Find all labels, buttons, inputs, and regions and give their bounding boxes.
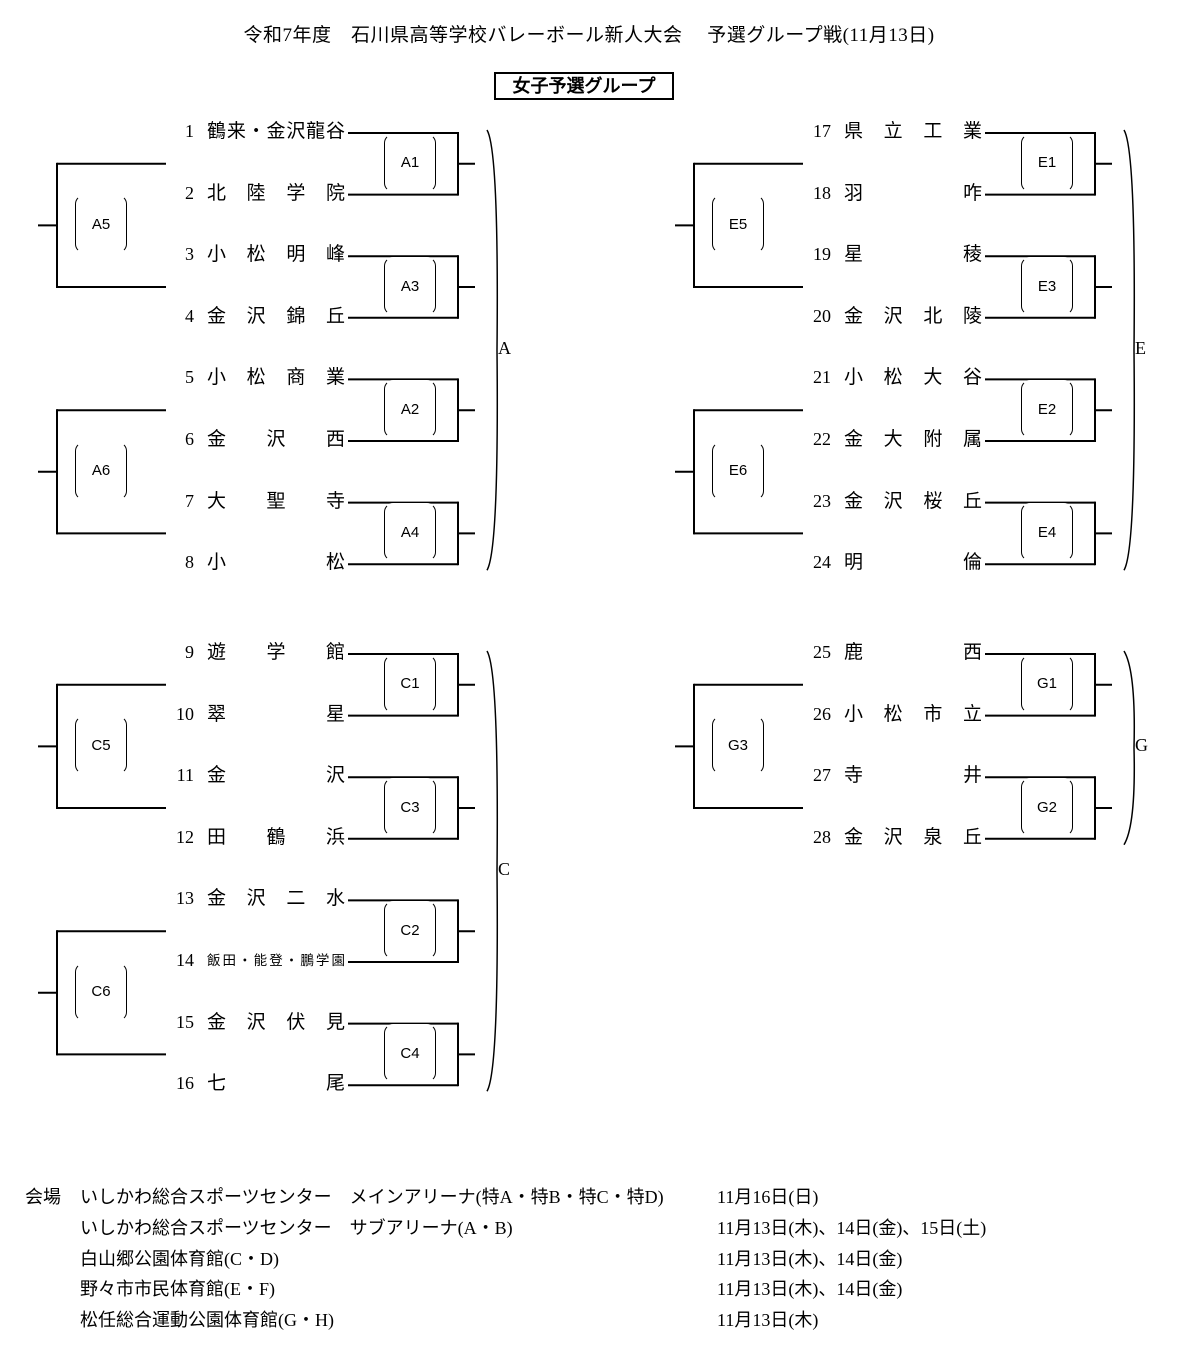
venue-dates: 11月13日(木) [717, 1310, 819, 1331]
match-box: G1 [1021, 654, 1073, 713]
team-name: 飯田・能登・鵬学園 [207, 953, 345, 968]
section-title: 女子予選グループ [494, 72, 674, 100]
team-number: 25 [813, 642, 831, 662]
team-number: 6 [185, 429, 194, 449]
team-number: 5 [185, 367, 194, 388]
venue-dates: 11月13日(木)、14日(金) [717, 1279, 903, 1300]
match-box: E6 [712, 441, 764, 500]
team-name: 田 鶴 浜 [207, 826, 345, 848]
team-number: 7 [185, 490, 194, 511]
team-name: 小松大谷 [844, 367, 982, 389]
match-box: C5 [75, 716, 127, 775]
match-box: C1 [384, 654, 436, 713]
match-box: A6 [75, 441, 127, 500]
group-label: E [1135, 337, 1146, 358]
match-box: A1 [384, 133, 436, 192]
group-label: C [498, 858, 511, 879]
venue-name: 野々市市民体育館(E・F) [80, 1279, 275, 1300]
match-box: A4 [384, 503, 436, 562]
team-number: 8 [185, 552, 194, 573]
team-name: 金沢二水 [207, 888, 345, 910]
match-box: A5 [75, 195, 127, 254]
team-number: 9 [185, 642, 194, 662]
venue-name: いしかわ総合スポーツセンター サブアリーナ(A・B) [80, 1217, 513, 1238]
team-number: 24 [813, 552, 831, 573]
team-number: 27 [813, 765, 831, 786]
match-box: A2 [384, 380, 436, 439]
page-title: 令和7年度 石川県高等学校バレーボール新人大会 予選グループ戦(11月13日) [243, 25, 935, 46]
team-name: 大 聖 寺 [207, 490, 345, 512]
match-box: E1 [1021, 133, 1073, 192]
team-number: 1 [185, 121, 194, 141]
team-number: 22 [813, 429, 831, 449]
venue-label: 会場 [25, 1187, 61, 1207]
team-number: 4 [185, 305, 194, 326]
team-name: 小松市立 [844, 703, 982, 725]
team-name: 金沢桜丘 [844, 490, 982, 512]
team-number: 20 [813, 305, 831, 326]
team-name: 小 松 [207, 552, 345, 574]
match-box: C3 [384, 778, 436, 836]
team-name: 小松明峰 [207, 244, 345, 266]
match-box: E5 [712, 195, 764, 254]
team-number: 10 [176, 703, 194, 724]
group-bracket [486, 129, 499, 571]
team-number: 26 [813, 703, 831, 724]
team-name: 金 沢 西 [207, 429, 345, 450]
team-name: 明 倫 [844, 552, 982, 574]
team-number: 21 [813, 367, 831, 388]
team-name: 金 沢 [207, 765, 345, 787]
team-number: 28 [813, 826, 831, 847]
match-box: C6 [75, 962, 127, 1021]
team-name: 七 尾 [207, 1073, 345, 1095]
team-name: 羽 咋 [844, 182, 982, 204]
team-name: 金沢泉丘 [844, 826, 982, 848]
match-box: C2 [384, 901, 436, 960]
team-name: 鶴来・金沢龍谷 [207, 121, 345, 142]
venue-dates: 11月13日(木)、14日(金) [717, 1248, 903, 1269]
team-name: 星 稜 [844, 244, 982, 266]
team-number: 2 [185, 182, 194, 203]
team-number: 23 [813, 490, 831, 511]
match-box: E2 [1021, 380, 1073, 439]
team-name: 翠 星 [207, 703, 345, 725]
team-number: 17 [813, 121, 831, 141]
team-name: 金沢北陵 [844, 305, 982, 327]
team-name: 遊 学 館 [207, 642, 345, 663]
match-box: E3 [1021, 257, 1073, 315]
team-number: 14 [176, 950, 194, 970]
team-number: 16 [176, 1073, 194, 1094]
team-name: 北陸学院 [207, 182, 345, 204]
group-bracket [486, 650, 499, 1092]
group-label: A [498, 337, 511, 358]
team-name: 金沢伏見 [207, 1011, 345, 1033]
match-box: G2 [1021, 778, 1073, 836]
team-name: 小松商業 [207, 367, 345, 389]
team-number: 15 [176, 1011, 194, 1032]
team-number: 18 [813, 182, 831, 203]
team-number: 19 [813, 244, 831, 265]
group-label: G [1135, 735, 1148, 756]
team-number: 11 [176, 765, 194, 786]
match-box: G3 [712, 716, 764, 775]
match-box: E4 [1021, 503, 1073, 562]
venue-name: 松任総合運動公園体育館(G・H) [80, 1310, 334, 1331]
group-bracket [1123, 650, 1136, 846]
team-name: 鹿 西 [844, 642, 982, 663]
group-bracket [1123, 129, 1136, 571]
team-number: 3 [185, 244, 194, 265]
team-name: 金沢錦丘 [207, 305, 345, 327]
team-number: 13 [176, 888, 194, 909]
venue-dates: 11月16日(日) [717, 1187, 819, 1207]
venue-dates: 11月13日(木)、14日(金)、15日(土) [717, 1217, 987, 1238]
team-number: 12 [176, 826, 194, 847]
team-name: 寺 井 [844, 765, 982, 787]
team-name: 金大附属 [844, 429, 982, 450]
team-name: 県立工業 [844, 121, 982, 142]
match-box: A3 [384, 257, 436, 315]
venue-name: 白山郷公園体育館(C・D) [80, 1248, 279, 1269]
venue-name: いしかわ総合スポーツセンター メインアリーナ(特A・特B・特C・特D) [80, 1187, 664, 1207]
match-box: C4 [384, 1024, 436, 1083]
